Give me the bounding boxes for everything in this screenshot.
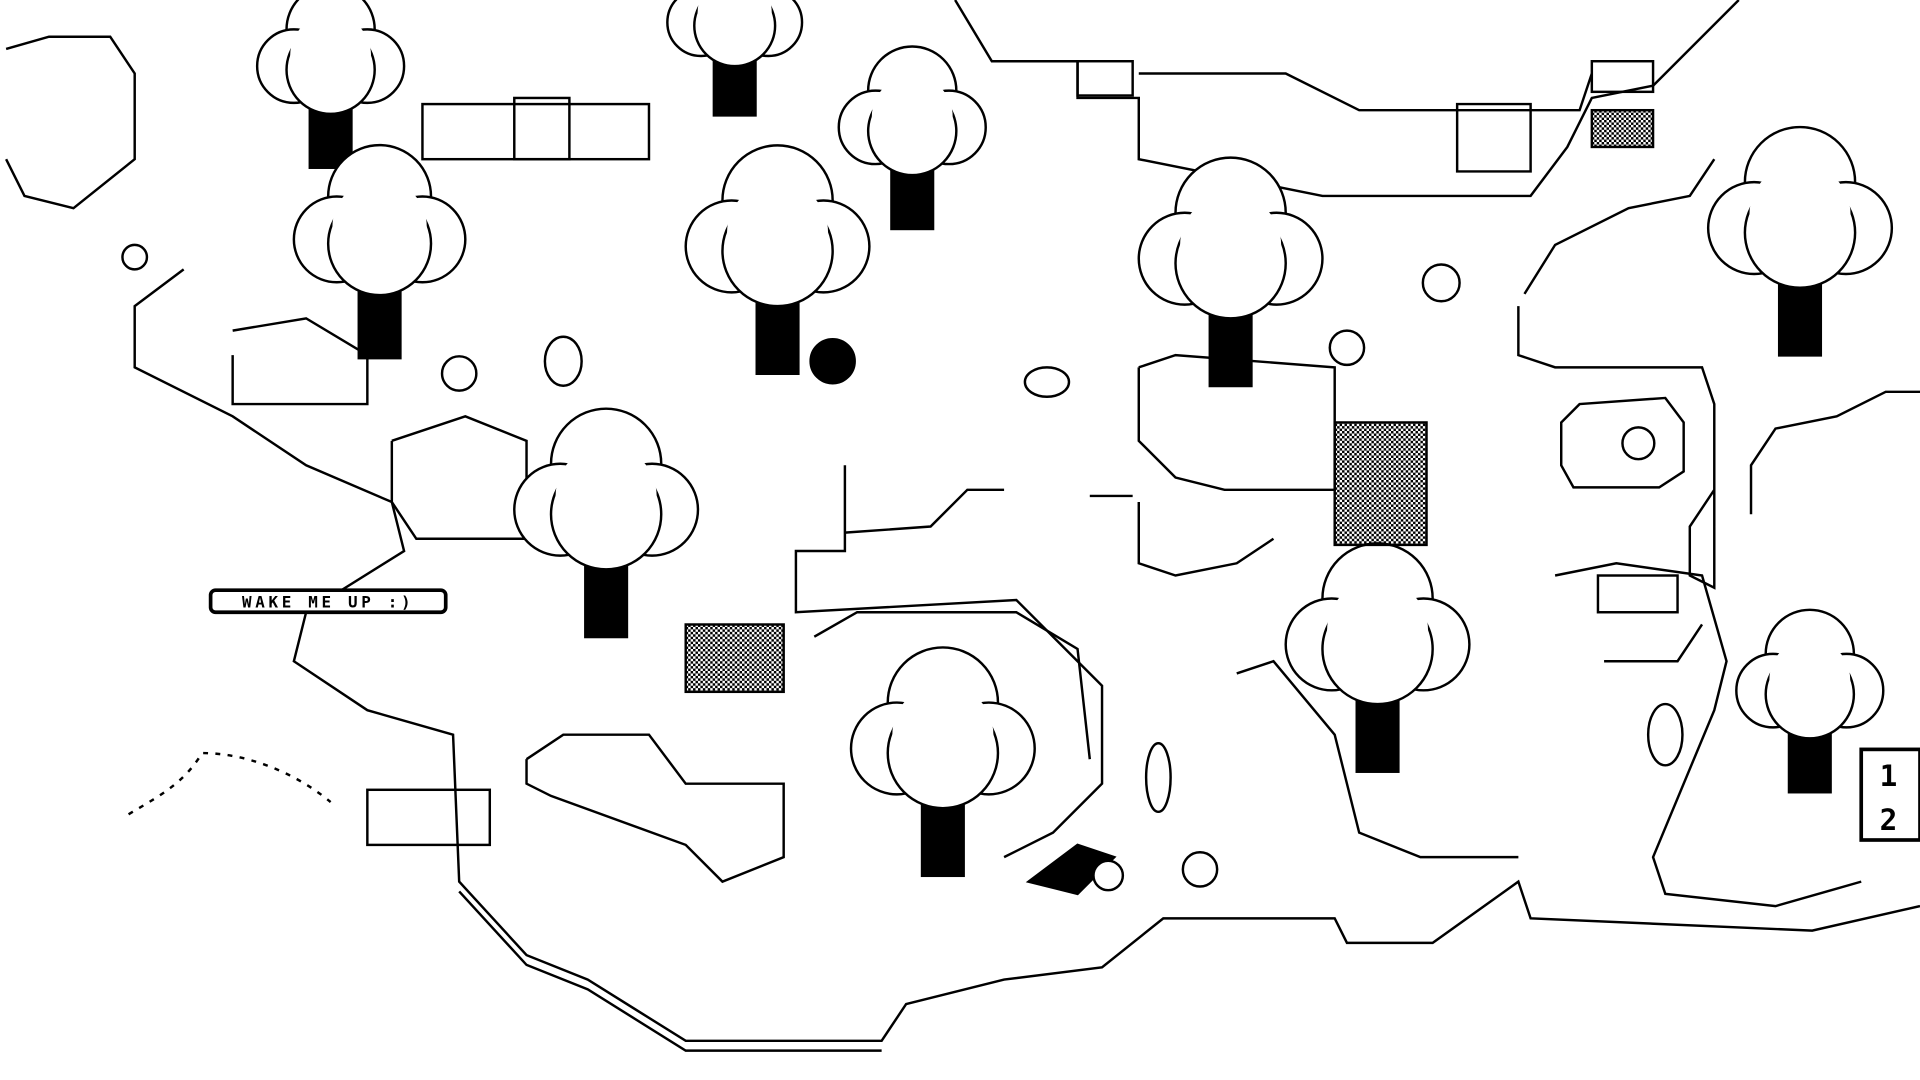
- trees: [255, 0, 1894, 878]
- cliff-east: [1523, 158, 1716, 295]
- tile-2: 2: [1880, 803, 1898, 837]
- tree: [513, 407, 700, 639]
- tree-canopy-fill: [871, 75, 953, 157]
- ledge-center-low: [1137, 502, 1275, 577]
- trail-dotted: [127, 751, 332, 816]
- tree: [1706, 125, 1894, 357]
- rock-round-2: [1328, 329, 1366, 367]
- gate: [513, 96, 571, 161]
- tree-canopy-fill: [1749, 163, 1851, 265]
- fence-north: [1076, 60, 1134, 97]
- sign-post-ball: [121, 243, 149, 271]
- tree-canopy-fill: [332, 179, 427, 274]
- plateau-inner: [813, 611, 1092, 760]
- bridge-west: [366, 788, 492, 847]
- pond: [1560, 396, 1685, 489]
- tree-canopy-fill: [555, 445, 657, 547]
- bush: [440, 355, 478, 392]
- duck-npc: [543, 335, 583, 387]
- sheep: [1023, 366, 1071, 398]
- sign-board: [208, 588, 448, 615]
- tree: [837, 45, 987, 231]
- rock-round: [1421, 263, 1461, 303]
- rock-in-pond: [1621, 426, 1656, 461]
- fence-north-2: [1590, 60, 1655, 94]
- ledge-center: [1137, 353, 1336, 492]
- fence-east: [1604, 623, 1704, 663]
- tree: [1284, 542, 1471, 773]
- ledge-east: [1236, 659, 1519, 859]
- tile-1: 1: [1880, 759, 1898, 793]
- tree: [1137, 156, 1324, 388]
- bush-2: [1181, 851, 1219, 888]
- tree-canopy-fill: [727, 182, 829, 284]
- terrain-outlines: [5, 0, 1920, 1052]
- log: [1025, 843, 1117, 896]
- path-edge-north: [1138, 72, 1593, 112]
- island-edge-west: [5, 35, 136, 210]
- log-end: [1092, 859, 1125, 892]
- island-edge-main: [133, 268, 1920, 1043]
- checker-ramp: [1590, 108, 1655, 149]
- number-tiles: 1 2: [1859, 747, 1920, 842]
- tree: [666, 0, 804, 117]
- platform-north: [1455, 102, 1532, 173]
- tree-canopy-fill: [892, 684, 994, 786]
- tree-canopy-fill: [697, 0, 772, 50]
- checker-block: [684, 623, 785, 694]
- tree-canopy-fill: [1769, 639, 1851, 720]
- bench: [1596, 574, 1679, 614]
- tree: [255, 0, 406, 169]
- tree: [1735, 608, 1885, 794]
- cliff-east-2: [1517, 306, 1716, 590]
- tree-canopy-fill: [1327, 580, 1429, 682]
- checker-stairs: [1333, 421, 1428, 547]
- plateau-center: [794, 465, 1104, 859]
- brick-wall: [421, 102, 651, 161]
- sign-text: WAKE ME UP :): [242, 592, 414, 611]
- props: [121, 60, 1704, 896]
- island-edge-north: [954, 0, 1740, 198]
- tree: [684, 144, 871, 375]
- sign-wake-me-up[interactable]: WAKE ME UP :): [208, 588, 448, 615]
- east-edge: [1749, 390, 1920, 515]
- player-character: [1646, 702, 1684, 767]
- tree: [849, 646, 1036, 878]
- tile-box: [1859, 747, 1920, 842]
- east-platform: [1554, 562, 1862, 908]
- tree-canopy-fill: [1180, 194, 1282, 296]
- plateau-west: [231, 317, 369, 406]
- dark-hole: [809, 337, 856, 385]
- ledge-west: [390, 415, 528, 540]
- fence-center: [844, 488, 1133, 534]
- penguin: [1144, 742, 1172, 814]
- island-edge-main-shadow: [458, 890, 882, 1052]
- tree-canopy-fill: [290, 14, 372, 96]
- ledge-south: [525, 733, 785, 884]
- tree: [292, 143, 467, 360]
